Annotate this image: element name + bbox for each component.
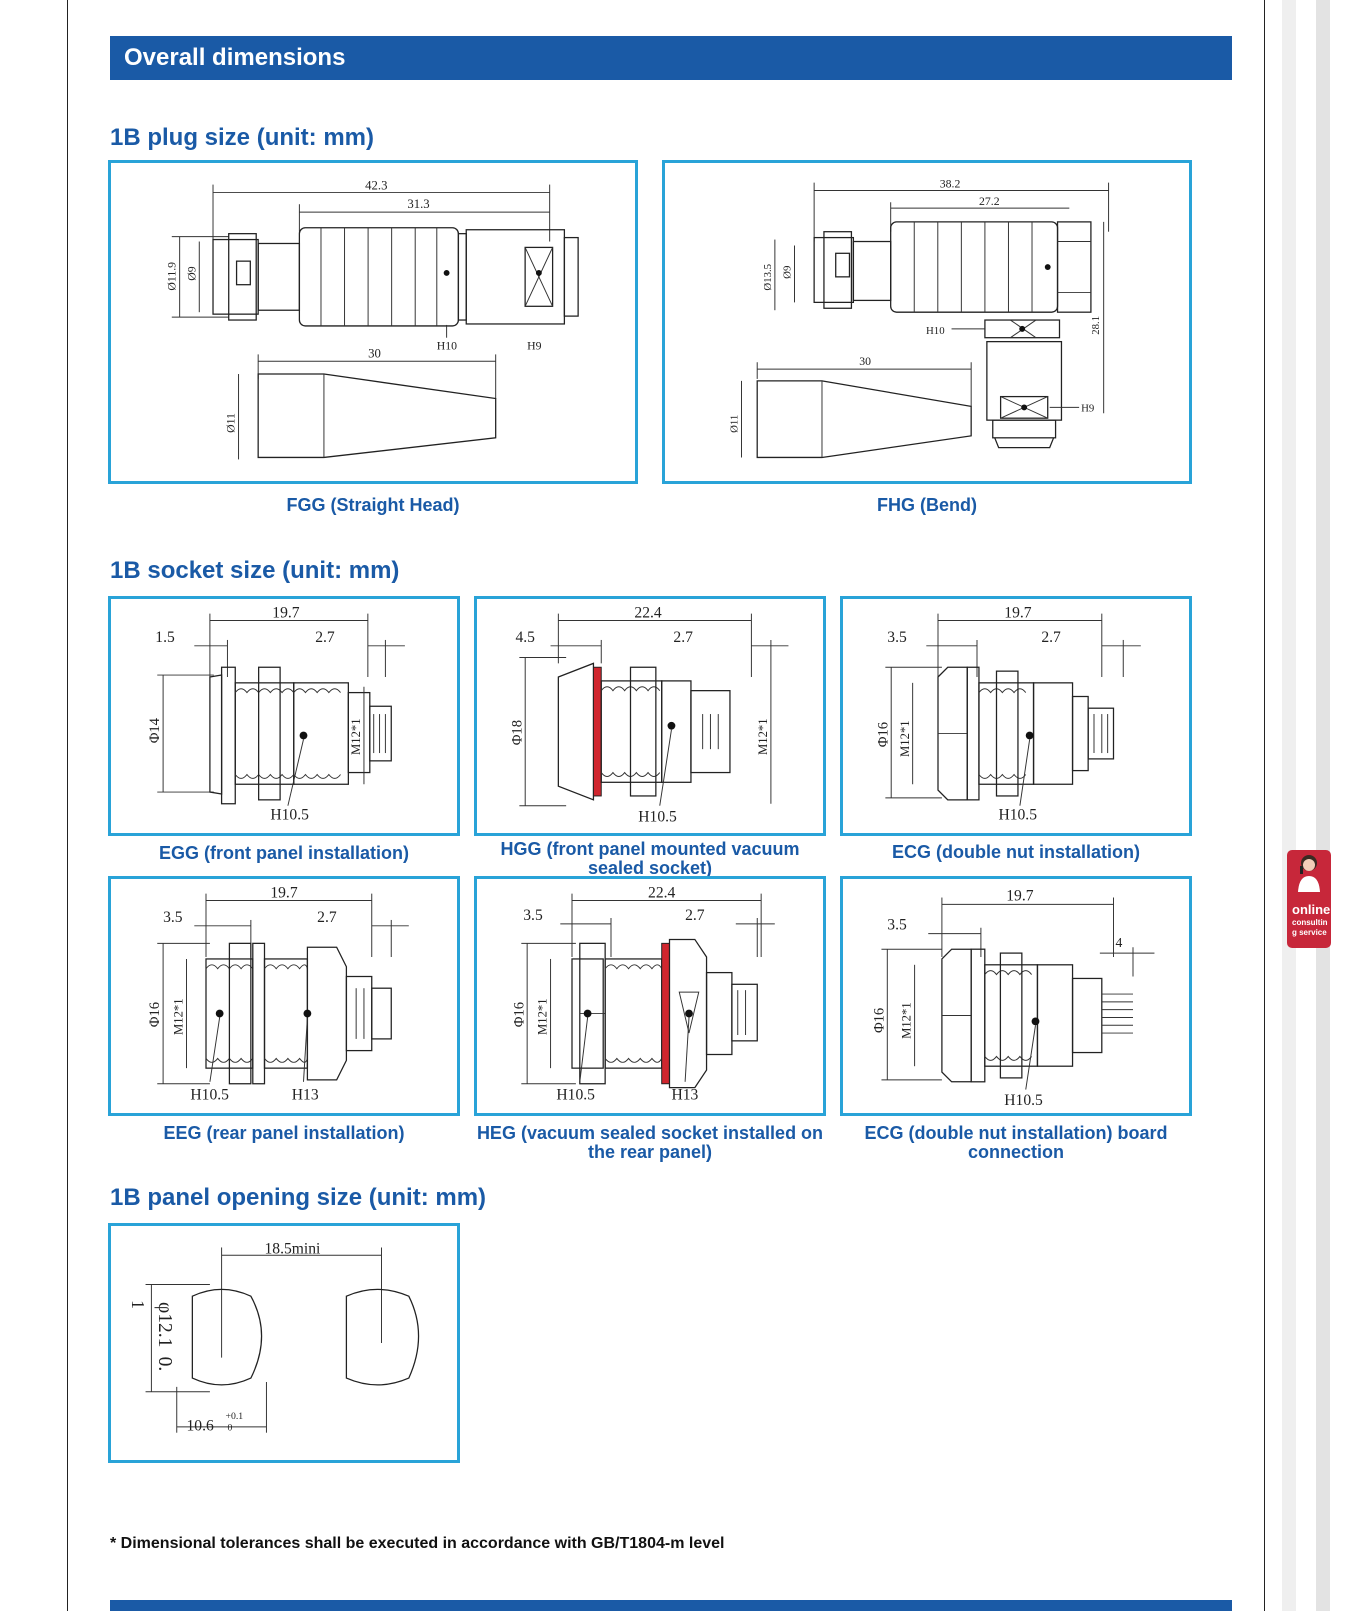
hgg-dim-len: 22.4: [634, 605, 661, 622]
eeg-dim-b: 2.7: [317, 909, 337, 926]
hgg-dim-hex: H10.5: [638, 808, 677, 825]
eeg-dim-thread: M12*1: [172, 998, 186, 1035]
tolerance-note: * Dimensional tolerances shall be execut…: [110, 1535, 725, 1552]
socket-section-title: 1B socket size (unit: mm): [110, 557, 400, 584]
eeg-dim-hex: H10.5: [190, 1086, 229, 1103]
page: Overall dimensions 1B plug size (unit: m…: [67, 0, 1265, 1611]
heg-dim-hex2: H13: [671, 1086, 698, 1103]
ecg2-caption: ECG (double nut installation) board conn…: [864, 1123, 1168, 1162]
heg-dim-hex: H10.5: [556, 1086, 595, 1103]
fhg-dim-inner: Ø9: [782, 266, 794, 279]
egg-dim-b: 2.7: [315, 629, 335, 646]
fhg-dim-h9: H9: [1081, 402, 1094, 414]
panel-dim-dia: φ12.1: [154, 1302, 175, 1347]
fhg-dim-h10: H10: [926, 325, 945, 337]
ecg2-dim-b: 4: [1115, 935, 1122, 950]
fgg-dim-boot: 30: [368, 346, 381, 360]
heg-dim-len: 22.4: [648, 885, 675, 902]
fhg-dim-boot: 30: [859, 355, 871, 368]
heg-dim-thread: M12*1: [536, 998, 550, 1035]
egg-dim-len: 19.7: [272, 605, 299, 622]
ecg-dim-a: 3.5: [887, 629, 907, 646]
egg-dim-thread: M12*1: [349, 718, 363, 755]
ecg2-dim-thread: M12*1: [900, 1002, 914, 1039]
fgg-dim-overall: 42.3: [365, 179, 387, 193]
heg-dim-dia: Φ16: [511, 1002, 527, 1027]
widget-line1: online: [1292, 902, 1331, 917]
egg-dim-hex: H10.5: [270, 806, 309, 823]
heg-dim-a: 3.5: [523, 907, 543, 924]
hgg-dim-a: 4.5: [515, 629, 535, 646]
hgg-drawing: 22.4 4.5 2.7 Φ18 M12*1 H10.5: [474, 596, 826, 836]
consultant-avatar-icon: [1298, 855, 1320, 892]
fgg-dim-outer: Ø11.9: [166, 262, 179, 291]
egg-caption: EGG (front panel installation): [158, 843, 409, 863]
ecg2-dim-len: 19.7: [1006, 887, 1033, 904]
fgg-caption: FGG (Straight Head): [286, 495, 460, 515]
ecg2-dim-a: 3.5: [887, 917, 907, 934]
eeg-dim-len: 19.7: [270, 885, 297, 902]
fgg-drawing: 42.3 31.3 Ø11.9 Ø9 H10 H9 30: [108, 160, 638, 484]
egg-dim-dia: Φ14: [147, 717, 163, 743]
hgg-dim-thread: M12*1: [756, 718, 770, 755]
panel-dim-flat-tol-low: 0: [227, 1423, 232, 1434]
fhg-dim-body: 27.2: [979, 195, 1000, 208]
plug-section-title: 1B plug size (unit: mm): [110, 124, 374, 151]
panel-side-mark: 1: [128, 1300, 148, 1309]
fhg-dim-overall: 38.2: [940, 178, 961, 191]
ecg-drawing: 19.7 3.5 2.7 Φ16 M12*1 H10.5: [840, 596, 1192, 836]
egg-drawing: 19.7 1.5 2.7 Φ14 M12*1 H10.5: [108, 596, 460, 836]
ecg2-dim-hex: H10.5: [1004, 1092, 1043, 1109]
scrollbar[interactable]: [1316, 0, 1330, 1611]
ecg-caption: ECG (double nut installation): [892, 842, 1140, 862]
panel-dim-flat: 10.6: [187, 1418, 214, 1435]
panel-dim-tol: 0.: [154, 1357, 175, 1372]
ecg-dim-b: 2.7: [1041, 629, 1061, 646]
panel-opening-drawing: 18.5mini φ12.1 0. 1 10.6 +0.1 0: [108, 1223, 460, 1463]
fhg-drawing: 38.2 27.2 Ø13.5 Ø9 28.1 H10 H9: [662, 160, 1192, 484]
fgg-dim-inner: Ø9: [185, 266, 198, 280]
heg-drawing: 22.4 3.5 2.7 Φ16 M12*1 H10.5 H13: [474, 876, 826, 1116]
panel-dim-flat-tol-up: +0.1: [226, 1411, 244, 1422]
eeg-caption: EEG (rear panel installation): [163, 1123, 405, 1143]
ecg2-drawing: 19.7 3.5 4 Φ16 M12*1 H10.5: [840, 876, 1192, 1116]
ecg-dim-dia: Φ16: [875, 722, 891, 747]
panel-dim-spacing: 18.5mini: [265, 1240, 322, 1257]
sidebar-strip: [1282, 0, 1296, 1611]
heg-caption: HEG (vacuum sealed socket installed on t…: [476, 1123, 824, 1162]
panel-section-title: 1B panel opening size (unit: mm): [110, 1184, 487, 1211]
ecg2-dim-dia: Φ16: [871, 1008, 887, 1033]
fhg-dim-height: 28.1: [1090, 316, 1102, 335]
ecg-dim-len: 19.7: [1004, 605, 1031, 622]
hgg-caption: HGG (front panel mounted vacuum sealed s…: [500, 839, 800, 878]
eeg-dim-a: 3.5: [163, 909, 183, 926]
fgg-dim-body: 31.3: [407, 197, 429, 211]
eeg-dim-hex2: H13: [292, 1086, 319, 1103]
fgg-dim-bootdia: Ø11: [225, 413, 238, 433]
hgg-dim-dia: Φ18: [509, 720, 525, 745]
eeg-drawing: 19.7 3.5 2.7 Φ16 M12*1 H10.5 H13: [108, 876, 460, 1116]
fhg-dim-outer: Ø13.5: [762, 264, 774, 291]
fgg-dim-h10: H10: [437, 339, 457, 352]
section-header: Overall dimensions: [110, 36, 1232, 80]
fhg-caption: FHG (Bend): [877, 495, 977, 515]
egg-dim-a: 1.5: [155, 629, 175, 646]
ecg-dim-thread: M12*1: [898, 720, 912, 757]
fhg-dim-bootdia: Ø11: [729, 415, 741, 433]
ecg-dim-hex: H10.5: [998, 806, 1037, 823]
hgg-dim-b: 2.7: [673, 629, 693, 646]
next-section-band: [110, 1600, 1232, 1611]
heg-dim-b: 2.7: [685, 907, 705, 924]
eeg-dim-dia: Φ16: [147, 1002, 163, 1027]
fgg-dim-h9: H9: [527, 339, 541, 352]
